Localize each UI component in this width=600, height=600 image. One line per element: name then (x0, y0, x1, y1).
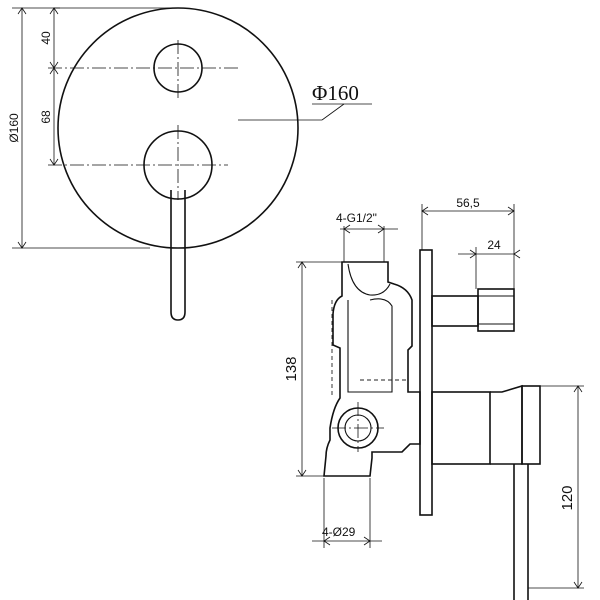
dim-thread-arrows (343, 224, 385, 234)
body-cavity (347, 298, 393, 393)
handle-hub-side (431, 391, 491, 465)
dim-knob-arrows (469, 249, 521, 259)
side-view: 4-G1/2" 56,5 24 138 120 4-Ø29 (283, 196, 584, 600)
depth-label: 56,5 (456, 196, 480, 210)
dim-arrows-left (49, 7, 59, 166)
dim-mid-label: 68 (39, 110, 53, 124)
cover-plate-side (419, 249, 433, 516)
knob-label: 24 (487, 238, 501, 252)
upper-knob-stem (431, 295, 479, 327)
diameter-leader-angle (321, 103, 345, 121)
dim-bottom-arrows (323, 536, 371, 546)
lever-handle (170, 190, 186, 321)
diameter-callout: Φ160 (312, 81, 359, 105)
dim-overall-label: Ø160 (7, 113, 21, 143)
dim-height-arrows (297, 261, 307, 477)
dim-arrows-overall (17, 7, 27, 249)
thread-label: 4-G1/2" (336, 211, 377, 225)
bottom-label: 4-Ø29 (322, 525, 356, 539)
dim-depth-arrows (421, 206, 515, 216)
inlet-inner-curve (347, 263, 391, 296)
dim-top-label: 40 (39, 31, 53, 45)
front-view: Φ160 40 68 Ø160 (7, 7, 372, 321)
valve-body (323, 261, 421, 477)
handle-hub-end (521, 385, 541, 465)
handle-hub-cap (490, 384, 523, 465)
dim-lower-arrows (573, 385, 583, 589)
lever-side (513, 464, 529, 600)
height-label: 138 (283, 356, 300, 381)
lower-label: 120 (559, 485, 576, 510)
upper-knob-cap (477, 288, 515, 332)
